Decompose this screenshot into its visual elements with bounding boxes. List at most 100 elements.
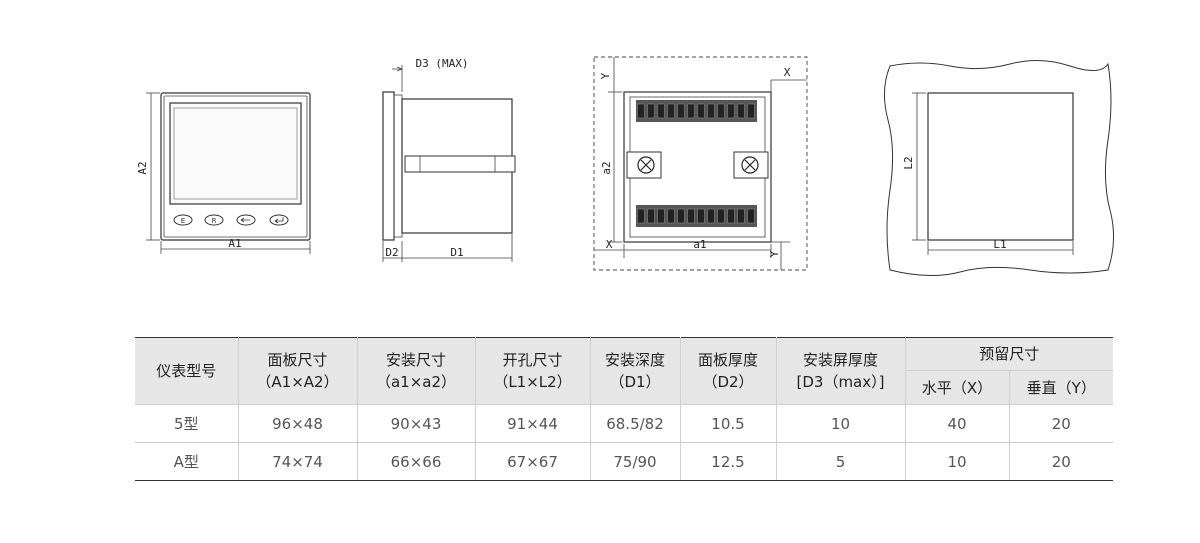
enter-icon: [269, 214, 289, 226]
front-keys: E R: [173, 214, 289, 226]
table-row: A型 74×74 66×66 67×67 75/90 12.5 5 10 20: [135, 442, 1114, 481]
terminal-screw: [637, 103, 645, 119]
header-panel-thickness-name: 面板厚度: [697, 351, 758, 369]
label-l1: L1: [993, 238, 1006, 251]
cell-x: 10: [905, 442, 1010, 481]
right-screw-icon: [741, 156, 759, 174]
header-screen-thickness-sub: [D3（max）]: [796, 373, 885, 391]
reserve-boundary: [593, 56, 808, 271]
cell-depth: 75/90: [590, 442, 681, 481]
header-cutout-size-sub: （L1×L2）: [493, 373, 572, 391]
cell-panel: 74×74: [238, 442, 358, 481]
rear-housing: [623, 91, 772, 243]
svg-text:E: E: [181, 217, 185, 225]
terminal-screw: [657, 208, 665, 224]
header-panel-size-name: 面板尺寸: [267, 351, 328, 369]
label-gap-y-bottom: Y: [768, 250, 781, 257]
header-screen-thickness: 安装屏厚度 [D3（max）]: [776, 337, 906, 405]
cell-screen-thickness: 10: [776, 404, 906, 443]
header-install-size: 安装尺寸（a1×a2）: [357, 337, 476, 405]
cell-install: 66×66: [357, 442, 476, 481]
cell-y: 20: [1009, 404, 1114, 443]
display-window: [169, 102, 302, 205]
header-screen-thickness-name: 安装屏厚度: [802, 351, 878, 369]
terminal-screw: [687, 208, 695, 224]
terminal-screw: [657, 103, 665, 119]
side-panel-front: [382, 91, 395, 241]
terminal-screw: [697, 208, 705, 224]
terminal-screw: [747, 103, 755, 119]
terminal-screw: [647, 103, 655, 119]
terminal-screw: [667, 208, 675, 224]
svg-text:R: R: [212, 217, 217, 225]
header-reserve-size: 预留尺寸: [905, 337, 1114, 371]
label-d3-max: D3 (MAX): [416, 57, 469, 70]
terminal-screw: [747, 208, 755, 224]
header-model-name: 仪表型号: [156, 362, 217, 380]
cell-model: A型: [135, 442, 239, 481]
menu-e-icon: E: [173, 214, 193, 226]
terminal-screw: [727, 103, 735, 119]
side-clamp: [404, 155, 516, 173]
label-a1: A1: [228, 237, 241, 250]
cell-panel: 96×48: [238, 404, 358, 443]
terminal-screw: [687, 103, 695, 119]
terminal-screw: [647, 208, 655, 224]
header-panel-thickness-sub: （D2）: [702, 373, 754, 391]
cell-cutout: 67×67: [475, 442, 591, 481]
front-panel-outline: [160, 92, 311, 241]
label-a2: A2: [136, 161, 149, 174]
cutout-hole: [927, 92, 1074, 241]
terminal-screw: [727, 208, 735, 224]
terminal-screw: [717, 103, 725, 119]
side-view: D3 (MAX) D2 D1: [382, 57, 516, 262]
rear-view: a1 X a2 Y X Y: [593, 56, 808, 271]
cell-panel-thickness: 10.5: [680, 404, 777, 443]
menu-left-icon: [236, 214, 256, 226]
terminal-screw: [737, 208, 745, 224]
label-rear-a1: a1: [693, 238, 706, 251]
label-gap-x-top: X: [784, 66, 791, 79]
header-reserve-horizontal: 水平（X）: [905, 370, 1010, 405]
cell-panel-thickness: 12.5: [680, 442, 777, 481]
header-panel-size-sub: （A1×A2）: [256, 373, 339, 391]
header-install-depth: 安装深度 （D1）: [590, 337, 681, 405]
terminal-screw: [677, 208, 685, 224]
cell-cutout: 91×44: [475, 404, 591, 443]
header-install-size-sub: （a1×a2）: [375, 373, 457, 391]
header-model: 仪表型号: [135, 337, 239, 405]
header-panel-thickness: 面板厚度 （D2）: [680, 337, 777, 405]
label-d1: D1: [450, 246, 463, 259]
terminal-screw: [697, 103, 705, 119]
terminal-screw: [637, 208, 645, 224]
front-view: E R A1 A2: [136, 92, 311, 254]
cell-screen-thickness: 5: [776, 442, 906, 481]
label-gap-y-top: Y: [599, 72, 612, 79]
spec-table: 仪表型号 面板尺寸 （A1×A2） 安装尺寸（a1×a2） 开孔尺寸 （L1×L2）…: [135, 337, 1114, 481]
header-reserve-vertical: 垂直（Y）: [1009, 370, 1114, 405]
header-install-depth-name: 安装深度: [604, 351, 665, 369]
header-cutout-size-name: 开孔尺寸: [502, 351, 563, 369]
label-l2: L2: [902, 156, 915, 169]
side-bezel: [393, 94, 403, 238]
cell-model: 5型: [135, 404, 239, 443]
front-panel-inner-edge: [163, 95, 308, 238]
label-d2: D2: [385, 246, 398, 259]
header-install-depth-sub: （D1）: [609, 373, 661, 391]
cell-y: 20: [1009, 442, 1114, 481]
cell-depth: 68.5/82: [590, 404, 681, 443]
top-terminal-strip: [636, 100, 757, 122]
terminal-screw: [677, 103, 685, 119]
label-gap-x-bottom: X: [606, 238, 613, 251]
table-row: 5型 96×48 90×43 91×44 68.5/82 10.5 10 40 …: [135, 404, 1114, 443]
header-cutout-size: 开孔尺寸 （L1×L2）: [475, 337, 591, 405]
bottom-terminal-strip: [636, 205, 757, 227]
terminal-screw: [707, 103, 715, 119]
terminal-screw: [707, 208, 715, 224]
menu-r-icon: R: [204, 214, 224, 226]
dimension-drawings: E R A1 A2: [136, 56, 1114, 277]
terminal-screw: [717, 208, 725, 224]
cutout-view: L1 L2: [884, 60, 1114, 277]
header-panel-size: 面板尺寸 （A1×A2）: [238, 337, 358, 405]
display-screen: [173, 107, 298, 200]
